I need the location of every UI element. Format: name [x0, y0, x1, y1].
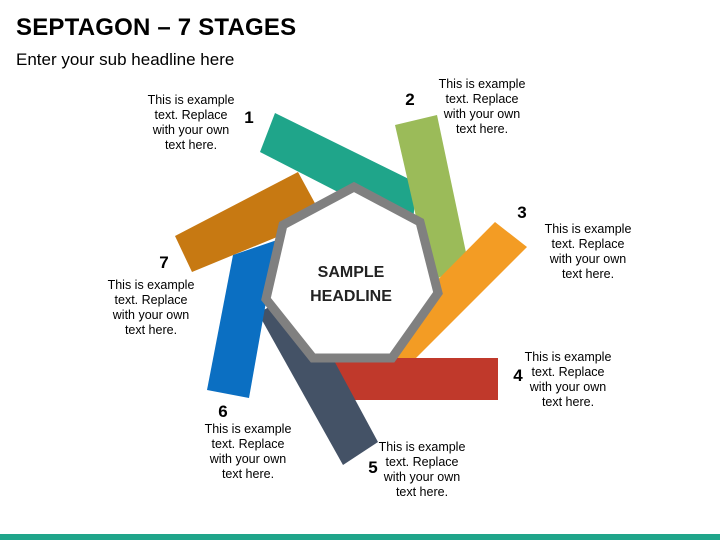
stage-number-6: 6 — [218, 402, 228, 421]
center-headline-line2: HEADLINE — [310, 288, 392, 305]
stage-number-5: 5 — [368, 458, 378, 477]
stage-number-2: 2 — [405, 90, 415, 109]
center-headline-line1: SAMPLE — [318, 264, 385, 281]
stage-bar-7 — [175, 172, 323, 272]
stage-text-7: This is example text. Replace with your … — [107, 278, 195, 337]
page-subtitle: Enter your sub headline here — [16, 50, 235, 69]
stage-number-3: 3 — [517, 203, 527, 222]
stage-text-1: This is example text. Replace with your … — [147, 93, 235, 152]
stage-bar-4 — [314, 358, 498, 400]
stage-text-3: This is example text. Replace with your … — [544, 222, 632, 281]
page-title: SEPTAGON – 7 STAGES — [16, 14, 297, 41]
stage-text-6: This is example text. Replace with your … — [204, 422, 292, 481]
stage-bar-5 — [258, 292, 378, 465]
stage-text-5: This is example text. Replace with your … — [378, 440, 466, 499]
stage-text-2: This is example text. Replace with your … — [438, 77, 526, 136]
center-heptagon — [261, 181, 443, 363]
stage-number-4: 4 — [513, 366, 523, 385]
stage-number-1: 1 — [244, 108, 254, 127]
stage-number-7: 7 — [159, 253, 169, 272]
footer-accent-bar — [0, 534, 720, 540]
stage-text-4: This is example text. Replace with your … — [524, 350, 612, 409]
stage-bar-2 — [395, 115, 468, 282]
stage-bar-6 — [207, 240, 277, 398]
